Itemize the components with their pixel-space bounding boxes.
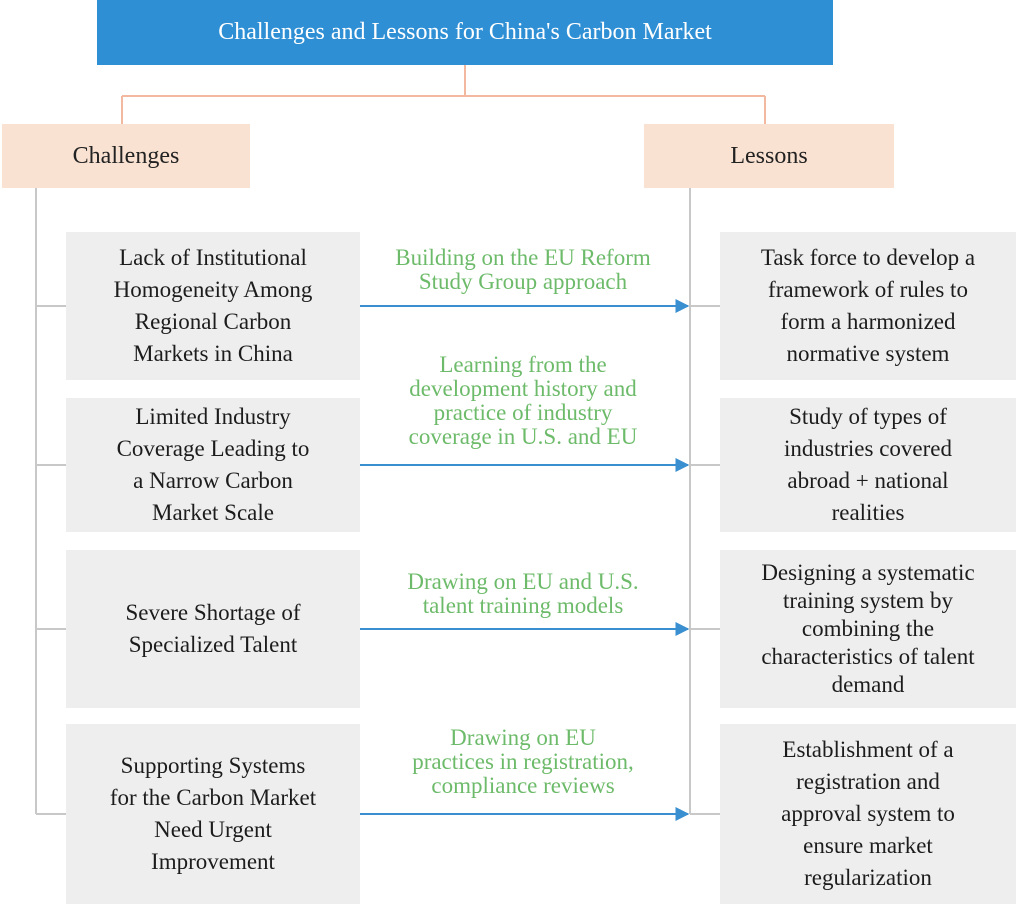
challenge-1-line-2: Homogeneity Among: [113, 277, 313, 302]
challenge-3-line-1: Severe Shortage of: [125, 600, 301, 625]
challenge-2-line-3: a Narrow Carbon: [133, 468, 293, 493]
diagram-title: Challenges and Lessons for China's Carbo…: [97, 0, 833, 65]
lesson-box-1: Task force to develop a framework of rul…: [720, 232, 1016, 380]
challenge-1-line-4: Markets in China: [133, 341, 293, 366]
challenge-4-line-4: Improvement: [151, 849, 275, 874]
approach-4-line-3: compliance reviews: [431, 773, 615, 798]
challenge-box-1: Lack of Institutional Homogeneity Among …: [66, 232, 360, 380]
lesson-1-line-1: Task force to develop a: [760, 245, 976, 270]
approach-2-line-3: practice of industry: [433, 400, 613, 425]
lesson-3-line-5: demand: [831, 672, 905, 697]
lesson-3-line-1: Designing a systematic: [761, 560, 975, 585]
lesson-4-line-1: Establishment of a: [782, 737, 954, 762]
lesson-1-line-2: framework of rules to: [768, 277, 968, 302]
lesson-2-line-1: Study of types of: [789, 404, 947, 429]
challenges-header: Challenges: [2, 124, 250, 188]
lesson-4-line-5: regularization: [804, 865, 932, 890]
lesson-3-line-2: training system by: [783, 588, 953, 613]
approach-3-line-1: Drawing on EU and U.S.: [407, 569, 639, 594]
lesson-box-3: Designing a systematic training system b…: [720, 550, 1016, 708]
lesson-2-line-2: industries covered: [784, 436, 952, 461]
lesson-3-line-4: characteristics of talent: [761, 644, 975, 669]
challenge-3-line-2: Specialized Talent: [128, 632, 298, 657]
challenge-box-4: Supporting Systems for the Carbon Market…: [66, 724, 360, 904]
approach-2-line-1: Learning from the: [439, 352, 607, 377]
lesson-2-line-3: abroad + national: [787, 468, 949, 493]
challenge-1-line-3: Regional Carbon: [134, 309, 292, 334]
approach-4-line-2: practices in registration,: [412, 749, 634, 774]
lesson-3-line-3: combining the: [801, 616, 935, 641]
approach-4-line-1: Drawing on EU: [450, 725, 596, 750]
challenges-header-text: Challenges: [72, 142, 180, 169]
challenge-2-line-4: Market Scale: [152, 500, 274, 525]
lesson-4-line-3: approval system to: [781, 801, 955, 826]
challenge-2-line-2: Coverage Leading to: [116, 436, 310, 461]
diagram-title-text: Challenges and Lessons for China's Carbo…: [218, 19, 712, 45]
approach-1-line-2: Study Group approach: [418, 269, 628, 294]
approach-label-1: Building on the EU Reform Study Group ap…: [362, 246, 684, 294]
approach-label-2: Learning from the development history an…: [362, 353, 684, 449]
challenge-1-line-1: Lack of Institutional: [119, 245, 307, 270]
challenge-box-2: Limited Industry Coverage Leading to a N…: [66, 398, 360, 532]
challenge-box-3: Severe Shortage of Specialized Talent: [66, 550, 360, 708]
lesson-box-4: Establishment of a registration and appr…: [720, 724, 1016, 904]
lesson-4-line-4: ensure market: [803, 833, 933, 858]
approach-2-line-4: coverage in U.S. and EU: [408, 424, 638, 449]
challenge-4-line-3: Need Urgent: [154, 817, 272, 842]
approach-label-4: Drawing on EU practices in registration,…: [362, 726, 684, 798]
approach-3-line-2: talent training models: [422, 593, 624, 618]
lesson-2-line-4: realities: [831, 500, 905, 525]
challenge-4-line-1: Supporting Systems: [120, 753, 306, 778]
challenge-2-line-1: Limited Industry: [135, 404, 291, 429]
lessons-header: Lessons: [644, 124, 894, 188]
lesson-1-line-4: normative system: [786, 341, 950, 366]
lesson-4-line-2: registration and: [796, 769, 940, 794]
lesson-box-2: Study of types of industries covered abr…: [720, 398, 1016, 532]
challenge-4-line-2: for the Carbon Market: [109, 785, 317, 810]
approach-1-line-1: Building on the EU Reform: [395, 245, 651, 270]
approach-label-3: Drawing on EU and U.S. talent training m…: [362, 570, 684, 618]
lessons-header-text: Lessons: [730, 142, 808, 169]
lesson-1-line-3: form a harmonized: [780, 309, 956, 334]
approach-2-line-2: development history and: [409, 376, 637, 401]
